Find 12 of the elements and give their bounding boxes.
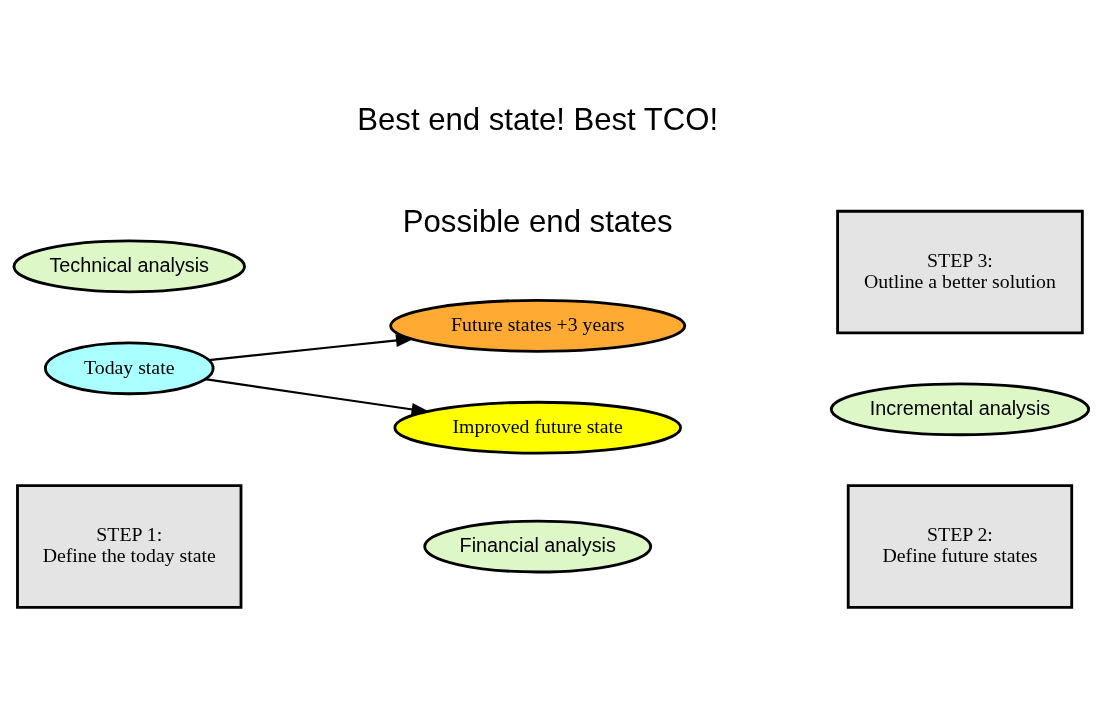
- node-box: STEP 2: Define future states: [846, 484, 1074, 609]
- arrow: [204, 378, 430, 416]
- node-ellipse: Financial analysis: [423, 519, 653, 574]
- node-box: STEP 3: Outline a better solution: [836, 209, 1084, 335]
- node-ellipse: Incremental analysis: [829, 382, 1091, 437]
- node-box: STEP 1: Define the today state: [16, 484, 243, 609]
- label: Best end state! Best TCO!: [357, 102, 719, 138]
- label: Possible end states: [402, 203, 673, 239]
- node-ellipse: Today state: [43, 341, 215, 396]
- arrow: [208, 334, 415, 362]
- node-ellipse: Technical analysis: [12, 239, 246, 294]
- node-ellipse: Future states +3 years: [389, 298, 687, 353]
